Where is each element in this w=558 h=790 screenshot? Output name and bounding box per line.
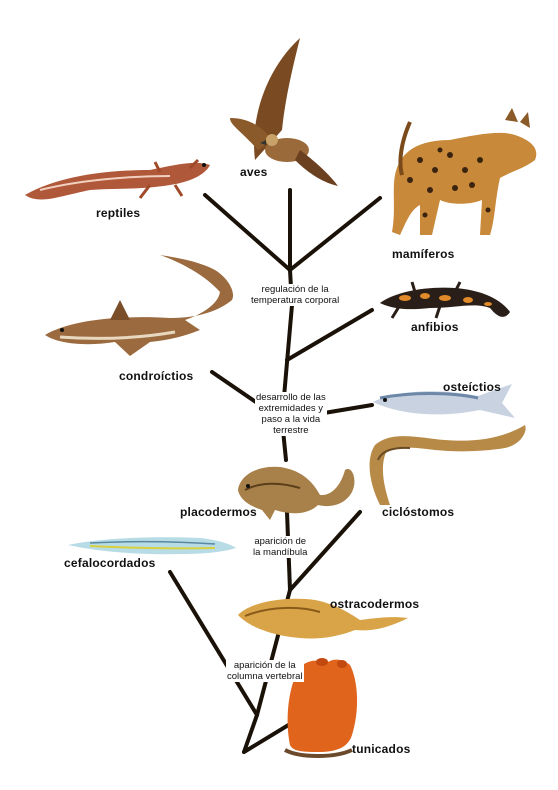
placoderm-illustration bbox=[238, 466, 355, 520]
note-line: aparición de la bbox=[233, 660, 296, 671]
label-aves: aves bbox=[240, 165, 268, 179]
note-line: extremidades y bbox=[258, 403, 324, 414]
salamander-illustration bbox=[380, 281, 510, 319]
label-reptiles: reptiles bbox=[96, 206, 141, 220]
note-mandibula: aparición de la mandíbula bbox=[252, 536, 309, 558]
note-extremidades: desarrollo de las extremidades y paso a … bbox=[255, 392, 327, 436]
shark-illustration bbox=[45, 255, 234, 356]
branch-anfibios bbox=[285, 308, 374, 362]
eagle-illustration bbox=[230, 38, 338, 186]
note-line: la mandíbula bbox=[253, 547, 308, 558]
note-line: desarrollo de las bbox=[256, 392, 326, 403]
lamprey-illustration bbox=[369, 425, 526, 505]
label-ostracodermos: ostracodermos bbox=[330, 597, 420, 611]
label-tunicados: tunicados bbox=[352, 742, 411, 756]
branch-cefalocordados bbox=[168, 570, 259, 717]
label-ciclostomos: ciclóstomos bbox=[382, 505, 455, 519]
label-anfibios: anfibios bbox=[411, 320, 459, 334]
note-line: aparición de bbox=[254, 536, 307, 547]
branch-mamiferos bbox=[288, 196, 382, 272]
lancelet-illustration bbox=[68, 537, 236, 555]
fish-illustration bbox=[373, 384, 515, 418]
note-line: temperatura corporal bbox=[251, 295, 340, 306]
label-placodermos: placodermos bbox=[180, 505, 257, 519]
label-condroictios: condroíctios bbox=[119, 369, 194, 383]
note-line: paso a la vida bbox=[261, 414, 321, 425]
note-line: columna vertebral bbox=[227, 671, 303, 682]
label-mamiferos: mamíferos bbox=[392, 247, 455, 261]
note-temperatura: regulación de la temperatura corporal bbox=[250, 284, 341, 306]
lizard-illustration bbox=[25, 158, 210, 200]
ostracoderm-illustration bbox=[238, 598, 408, 639]
branch-trunk-base bbox=[242, 713, 259, 754]
hyena-illustration bbox=[392, 108, 537, 235]
note-columna: aparición de la columna vertebral bbox=[226, 660, 304, 682]
tunicate-illustration bbox=[284, 658, 358, 758]
note-line: terrestre bbox=[273, 425, 309, 436]
branch-reptiles bbox=[203, 193, 292, 272]
branch-ciclostomos bbox=[288, 510, 362, 592]
note-line: regulación de la bbox=[261, 284, 329, 295]
label-cefalocordados: cefalocordados bbox=[64, 556, 156, 570]
label-osteictios: osteíctios bbox=[443, 380, 502, 394]
